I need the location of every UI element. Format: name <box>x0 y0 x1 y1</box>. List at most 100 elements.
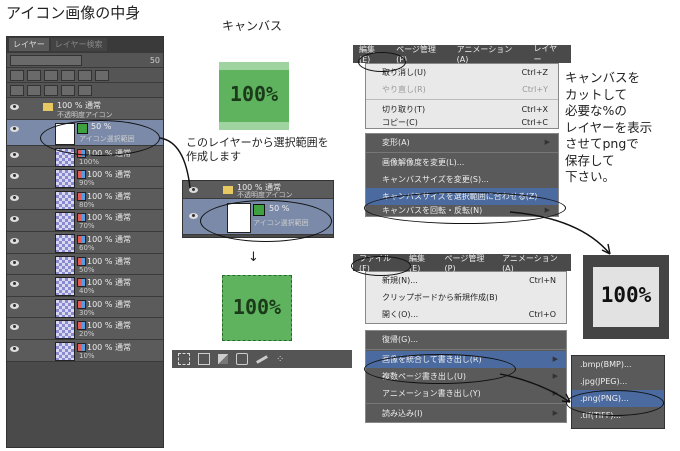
submenu-jpg[interactable]: .jpg(JPEG)... <box>580 377 628 386</box>
layer-color-icon[interactable] <box>10 69 24 81</box>
menu-animation-2[interactable]: アニメーション(A) <box>502 253 558 273</box>
oval-export-flattened <box>364 354 516 384</box>
eye-icon[interactable] <box>10 237 19 244</box>
menu-page-2[interactable]: ページ管理(P) <box>444 253 485 273</box>
eye-icon[interactable] <box>10 216 19 223</box>
oval-fit-canvas <box>364 192 566 224</box>
menu-animation[interactable]: アニメーション(A) <box>456 45 513 64</box>
fill-icon[interactable] <box>218 354 228 364</box>
layer-folder[interactable]: 100 % 通常 不透明度アイコン <box>7 98 163 120</box>
menu-item-open[interactable]: 開く(O)...Ctrl+O <box>382 310 556 319</box>
eye-icon[interactable] <box>10 259 19 266</box>
menu-item-transform[interactable]: 変形(A) <box>366 134 558 151</box>
layer-color-icon <box>77 256 86 266</box>
layer-title: 100 % 通常 <box>87 256 131 266</box>
layer-name: 30% <box>79 308 95 317</box>
layer-name: 10% <box>79 351 95 360</box>
layer-title: 100 % 通常 <box>87 234 131 244</box>
menu-item-revert[interactable]: 復帰(G)... <box>382 335 419 344</box>
eye-icon[interactable] <box>10 281 19 288</box>
menu-item-change-resolution[interactable]: 画像解像度を変更(L)... <box>382 158 465 167</box>
eye-icon[interactable] <box>189 187 198 193</box>
note-canvas: キャンバス <box>222 19 283 33</box>
folder-name: 不透明度アイコン <box>57 111 113 119</box>
new-layer-icon[interactable] <box>10 84 24 96</box>
menu-item-undo[interactable]: 取り消し(U)Ctrl+Z <box>382 68 548 77</box>
eye-icon[interactable] <box>10 151 19 158</box>
transform-icon[interactable] <box>236 353 248 365</box>
eye-icon[interactable] <box>10 302 19 309</box>
menu-item-new-from-clipboard[interactable]: クリップボードから新規作成(B) <box>382 293 498 302</box>
tab-layer[interactable]: レイヤー <box>9 38 49 51</box>
cropped-canvas-preview: 100% <box>222 275 292 341</box>
trash-icon[interactable] <box>78 84 92 96</box>
mask-icon[interactable] <box>95 69 109 81</box>
folder-icon <box>223 186 233 194</box>
eye-icon[interactable] <box>10 194 19 201</box>
tab-layer-search[interactable]: レイヤー検索 <box>50 38 107 51</box>
layer-tools-row-1 <box>7 68 163 83</box>
layer-color-icon <box>77 278 86 288</box>
arrow-edit-to-result <box>509 211 611 255</box>
menu-item-new[interactable]: 新規(N)...Ctrl+N <box>382 276 556 285</box>
opacity-value[interactable]: 50 <box>149 55 160 65</box>
eye-icon[interactable] <box>10 324 19 331</box>
crop-icon[interactable] <box>198 353 210 365</box>
layer-thumb <box>55 341 75 361</box>
dots-icon[interactable]: ⁘ <box>276 353 285 365</box>
submenu-tif[interactable]: .tif(TIFF)... <box>580 411 622 420</box>
layer-color-icon <box>77 321 86 331</box>
layer-title: 100 % 通常 <box>87 191 131 201</box>
file-menu-window: ファイル(F) 編集(E) ページ管理(P) アニメーション(A) 新規(N).… <box>353 254 571 444</box>
clip-icon[interactable] <box>61 69 75 81</box>
menu-item-redo[interactable]: やり直し(R)Ctrl+Y <box>382 85 548 94</box>
menu-item-import[interactable]: 読み込み(I) <box>366 405 566 422</box>
layer-thumb <box>55 255 75 275</box>
mini-folder-name: 不透明度アイコン <box>237 191 293 199</box>
layer-thumb <box>55 169 75 189</box>
layer-thumb <box>55 298 75 318</box>
layer-tools-row-2 <box>7 83 163 98</box>
new-folder-icon[interactable] <box>27 84 41 96</box>
mini-layer-folder[interactable]: 100 % 通常 不透明度アイコン <box>183 181 333 199</box>
note-icon-contents: アイコン画像の中身 <box>6 4 141 22</box>
eye-icon[interactable] <box>10 173 19 180</box>
menu-item-copy[interactable]: コピー(C)Ctrl+C <box>382 118 548 127</box>
canvas-preview: 100% <box>219 62 289 130</box>
layer-name: 20% <box>79 330 95 339</box>
ref-icon[interactable] <box>78 69 92 81</box>
pen-icon[interactable] <box>256 354 268 364</box>
oval-mini-selected <box>200 200 332 242</box>
submenu-bmp[interactable]: .bmp(BMP)... <box>580 360 632 369</box>
copy-layer-icon[interactable] <box>61 84 75 96</box>
eye-icon[interactable] <box>10 345 19 352</box>
layer-color-icon <box>77 213 86 223</box>
menu-item-change-canvas-size[interactable]: キャンバスサイズを変更(S)... <box>382 175 489 184</box>
lock-icon[interactable] <box>44 69 58 81</box>
layer-thumb <box>55 190 75 210</box>
select-icon[interactable] <box>178 353 190 365</box>
menu-item-cut[interactable]: 切り取り(T)Ctrl+X <box>382 105 548 114</box>
eye-icon[interactable] <box>189 213 198 219</box>
menu-edit-2[interactable]: 編集(E) <box>409 253 426 273</box>
merge-icon[interactable] <box>44 84 58 96</box>
eye-icon[interactable] <box>10 104 19 110</box>
result-png-preview: 100% <box>583 255 669 339</box>
blend-mode-dropdown[interactable] <box>10 54 82 66</box>
layer-thumb <box>55 233 75 253</box>
menu-layer[interactable]: レイヤー <box>533 44 558 64</box>
layer-title: 100 % 通常 <box>87 342 131 352</box>
eye-icon[interactable] <box>10 125 19 132</box>
layer-name: 90% <box>79 179 95 188</box>
expression-color-icon[interactable] <box>27 69 41 81</box>
